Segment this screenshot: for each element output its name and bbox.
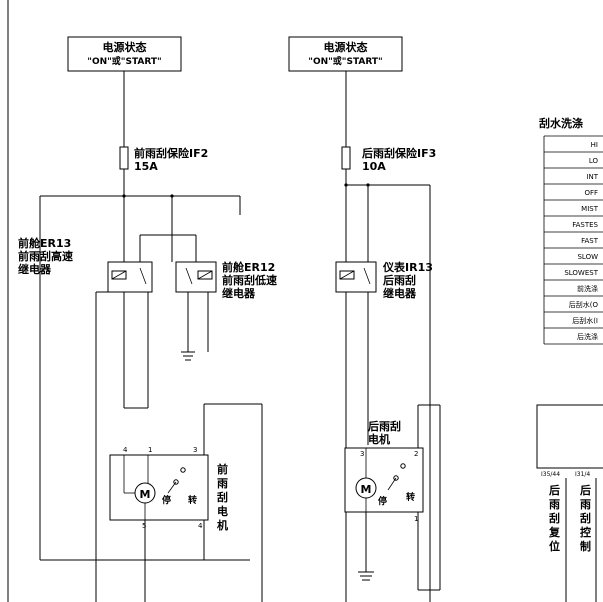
- fuse-rear: [341, 146, 351, 170]
- controller-col1-4: 复: [548, 525, 561, 539]
- front-motor-pin-3: 3: [193, 446, 197, 454]
- power-state-right-line1: 电源状态: [324, 40, 368, 54]
- power-state-left-line2: "ON"或"START": [87, 55, 162, 67]
- table-row-label: HI: [591, 141, 598, 149]
- front-motor-label-5: 机: [217, 518, 228, 532]
- controller-pin-right: I31/4: [575, 471, 590, 478]
- front-motor-pin-1: 1: [148, 446, 152, 454]
- front-motor-run: 转: [188, 494, 197, 506]
- front-motor-pin-4: 4: [123, 446, 128, 454]
- rear-motor-letter: M: [361, 483, 372, 496]
- front-motor-cam: [167, 481, 177, 494]
- front-motor-box: [109, 454, 209, 521]
- relay-low-name: 前舱ER12: [222, 260, 275, 274]
- table-row-label: MIST: [581, 205, 599, 213]
- fuse-front-name: 前雨刮保险IF2: [134, 146, 208, 160]
- rear-motor-cam: [387, 477, 397, 491]
- front-motor-pin-5: 5: [142, 522, 146, 530]
- power-state-box-right: [288, 36, 403, 72]
- table-row-label: SLOWEST: [564, 269, 598, 277]
- relay-rear-type: 继电器: [383, 286, 417, 300]
- controller-col2-1: 后: [580, 483, 591, 497]
- table-row-label: SLOW: [577, 253, 598, 261]
- table-row-label: INT: [586, 173, 598, 181]
- relay-high-switch: [139, 267, 147, 285]
- controller-col1-1: 后: [549, 483, 560, 497]
- rear-motor-pin-2: 2: [414, 450, 418, 458]
- table-row-label: FAST: [581, 237, 599, 245]
- front-motor-contact-top: [180, 467, 186, 473]
- power-state-left-line1: 电源状态: [103, 40, 147, 54]
- table-row-label: LO: [589, 157, 599, 165]
- rear-motor-pin-3: 3: [360, 450, 364, 458]
- table-row-label: 前洗涤: [577, 284, 598, 293]
- front-motor-label-1: 前: [217, 462, 228, 476]
- controller-box: [536, 404, 603, 469]
- controller-col1-2: 雨: [549, 498, 560, 511]
- rear-motor-box: [344, 447, 424, 513]
- table-row-label: 后刮水(O: [569, 300, 599, 309]
- table-row-label: 后刮水(I: [572, 316, 598, 325]
- relay-rear-name: 仪表IR13: [382, 260, 433, 274]
- front-motor-label-2: 雨: [217, 477, 228, 490]
- relay-low-desc: 前雨刮低速: [222, 273, 277, 287]
- table-rows: HI LO INT OFF MIST FASTES FAST SLOW SLOWEST 前洗涤后刮…: [544, 141, 603, 345]
- junction-rear-bus: [344, 183, 348, 187]
- mode-table: HI LO INT OFF MIST FASTES FAST SLOW SLOWEST 前洗涤后刮…: [543, 135, 603, 345]
- relay-low-type: 继电器: [222, 286, 256, 300]
- controller-pin-left: I35/44: [541, 471, 560, 478]
- controller-col2-5: 制: [580, 539, 591, 553]
- table-title: 刮水洗涤: [539, 116, 583, 130]
- relay-rear-desc: 后雨刮: [383, 273, 416, 287]
- front-motor-label-3: 刮: [217, 490, 228, 504]
- front-motor-pin-4b: 4: [198, 522, 203, 530]
- controller-col2-4: 控: [580, 525, 591, 539]
- relay-low-coil-diag: [197, 270, 213, 280]
- relay-rear-switch: [363, 267, 371, 285]
- rear-motor-run: 转: [406, 491, 415, 503]
- front-motor-stop: 停: [162, 494, 171, 506]
- power-state-right-line2: "ON"或"START": [308, 55, 383, 67]
- fuse-rear-rating: 10A: [362, 160, 386, 173]
- fuse-front-rating: 15A: [134, 160, 158, 173]
- controller-col1-5: 位: [549, 539, 560, 553]
- controller-col2-2: 雨: [580, 498, 591, 511]
- fuse-rear-name: 后雨刮保险IF3: [362, 146, 436, 160]
- table-row-label: OFF: [584, 189, 598, 197]
- rear-motor-label-1: 后雨刮: [368, 419, 401, 433]
- table-row-label: 后洗涤: [577, 332, 598, 341]
- rear-motor-label-2: 电机: [368, 432, 390, 446]
- rear-motor-stop: 停: [378, 495, 387, 507]
- rear-motor-pin-1: 1: [414, 515, 418, 523]
- relay-rear-coil-diag: [339, 270, 355, 280]
- table-row-label: FASTES: [572, 221, 598, 229]
- controller-col1-3: 刮: [549, 511, 560, 525]
- relay-high-desc: 前雨刮高速: [18, 249, 73, 263]
- controller-col2-3: 刮: [580, 511, 591, 525]
- front-motor-label-4: 电: [217, 504, 228, 518]
- relay-high-coil-diag: [111, 270, 127, 280]
- relay-low-switch: [185, 267, 193, 285]
- fuse-front: [119, 146, 129, 170]
- relay-high-name: 前舱ER13: [18, 236, 71, 250]
- relay-high-type: 继电器: [18, 262, 52, 276]
- front-motor-letter: M: [140, 488, 151, 501]
- rear-motor-contact-top: [400, 463, 406, 469]
